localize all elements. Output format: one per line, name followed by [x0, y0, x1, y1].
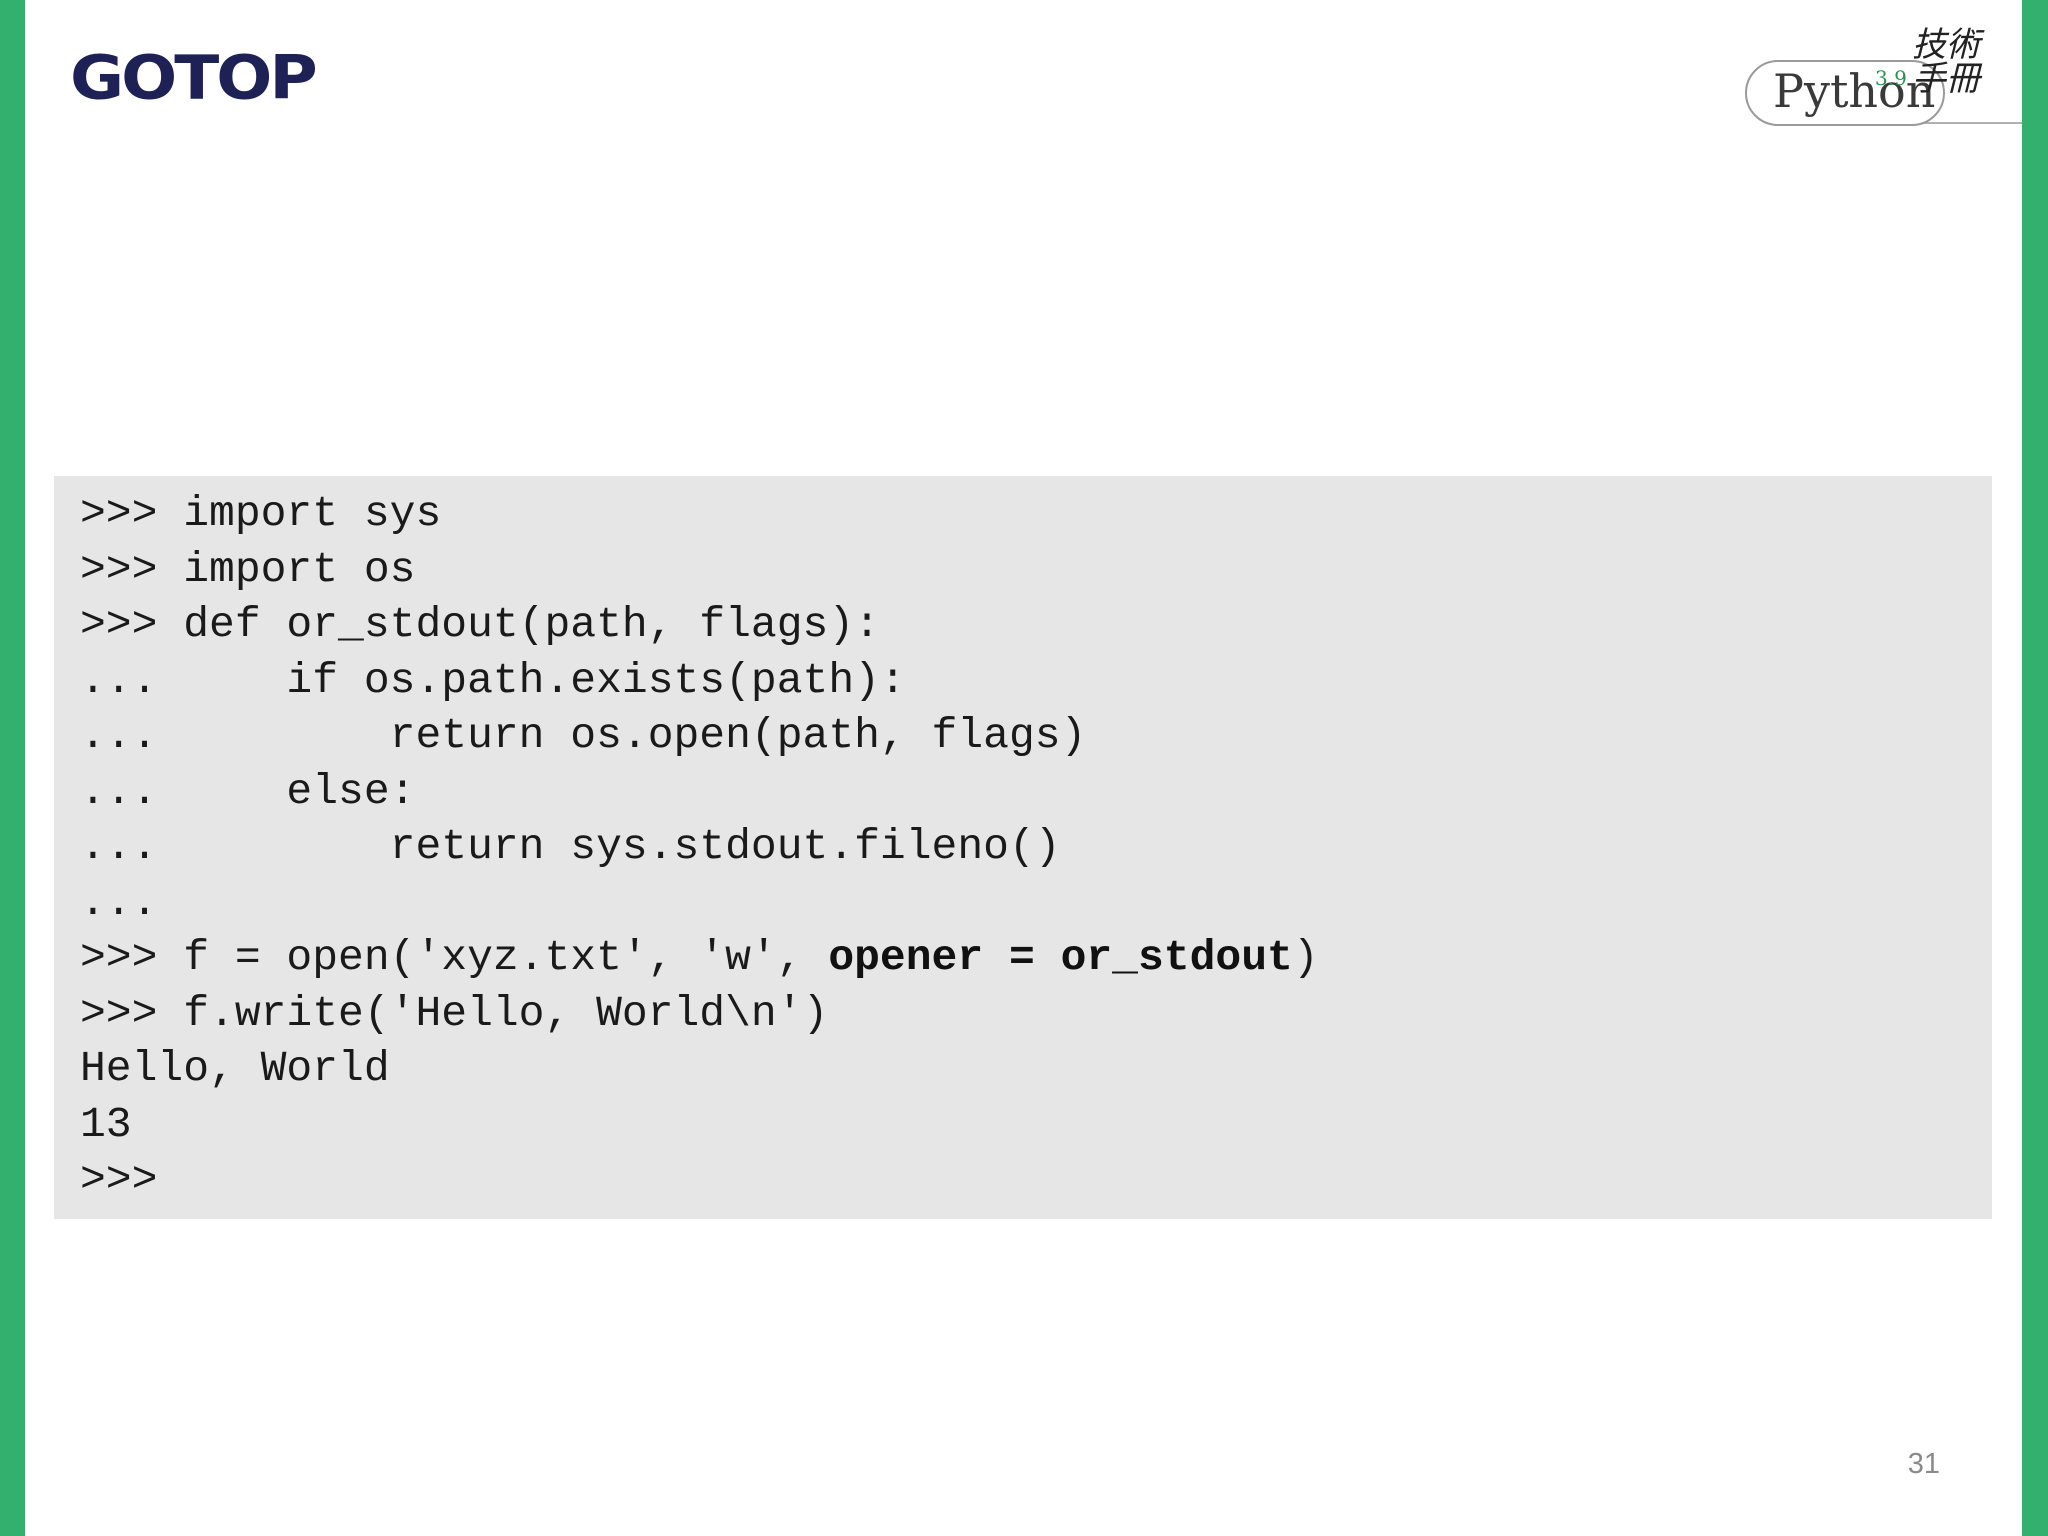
badge-oval — [1745, 60, 1945, 126]
code-line-opener: >>> f = open('xyz.txt', 'w', opener = or… — [80, 930, 1992, 986]
code-line: ... return os.open(path, flags) — [80, 711, 1087, 760]
code-line: >>> def or_stdout(path, flags): — [80, 600, 880, 649]
python-badge: Python 3.9 — [1745, 60, 2022, 126]
code-output-line: Hello, World — [80, 1044, 390, 1093]
code-block: >>> import sys >>> import os >>> def or_… — [54, 476, 1992, 1219]
badge-cjk-char: 冊 — [1946, 59, 1980, 99]
code-line: >>> import os — [80, 544, 416, 594]
code-segment: ) — [1292, 933, 1319, 982]
badge-cjk-char: 術 — [1946, 25, 1980, 65]
code-line: ... else: — [80, 766, 416, 816]
code-output-line: 13 — [80, 1099, 132, 1149]
code-line: ... if os.path.exists(path): — [80, 655, 906, 705]
code-segment: >>> f = open('xyz.txt', 'w', — [80, 933, 829, 982]
code-line: >>> f.write('Hello, World\n') — [80, 988, 829, 1038]
code-line: ... return sys.stdout.fileno() — [80, 822, 1061, 871]
badge-cjk-title: 技術 手冊 — [1912, 28, 1982, 96]
gotop-logo: GOTOP — [70, 42, 318, 114]
left-accent-bar — [0, 0, 25, 1536]
page-number: 31 — [1907, 1448, 1940, 1480]
badge-cjk-char: 技 — [1912, 25, 1946, 65]
badge-underline — [1915, 122, 2022, 124]
badge-python-text: Python — [1773, 64, 1936, 118]
code-highlight-opener: opener = or_stdout — [828, 933, 1293, 982]
badge-version: 3.9 — [1875, 66, 1907, 90]
right-accent-bar — [2022, 0, 2048, 1536]
code-line: ... — [80, 877, 158, 927]
code-line: >>> import sys — [80, 489, 442, 538]
badge-cjk-char: 手 — [1912, 59, 1946, 99]
code-line: >>> — [80, 1155, 158, 1204]
